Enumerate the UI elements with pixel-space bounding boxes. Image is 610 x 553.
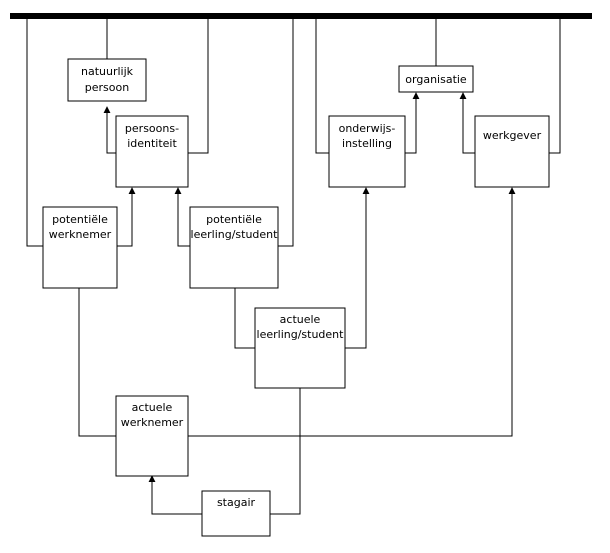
- werkgever-label: werkgever: [483, 129, 542, 142]
- stagair-label: stagair: [217, 496, 256, 509]
- entity-actuele-leerling: actuele leerling/student: [254, 307, 346, 389]
- onderwijsinstelling-label-1: onderwijs-: [339, 122, 396, 135]
- potentiele-werknemer-label-1: potentiële: [52, 213, 108, 226]
- line-potentiele-leerling-persoonsidentiteit: [174, 187, 190, 247]
- entity-werkgever: werkgever: [474, 115, 550, 188]
- entity-potentiele-werknemer: potentiële werknemer: [42, 206, 118, 289]
- actuele-leerling-label-2: leerling/student: [257, 328, 345, 341]
- persoonsidentiteit-label-2: identiteit: [127, 137, 177, 150]
- line-potentiele-werknemer-bar: [26, 19, 43, 247]
- onderwijsinstelling-label-2: instelling: [342, 137, 392, 150]
- natuurlijk-persoon-label-2: persoon: [85, 81, 129, 94]
- entity-onderwijsinstelling: onderwijs- instelling: [328, 115, 406, 188]
- entity-organisatie: organisatie: [398, 65, 474, 93]
- line-potentiele-werknemer-persoonsidentiteit: [117, 187, 136, 247]
- line-actuele-werknemer-potentiele: [78, 288, 116, 437]
- entity-potentiele-leerling: potentiële leerling/student: [189, 206, 279, 289]
- entity-stagair: stagair: [201, 490, 271, 537]
- actuele-leerling-label-1: actuele: [280, 313, 321, 326]
- potentiele-werknemer-label-2: werknemer: [49, 228, 112, 241]
- actuele-werknemer-label-1: actuele: [132, 401, 173, 414]
- actuele-werknemer-label-2: werknemer: [121, 416, 184, 429]
- entity-natuurlijk-persoon: natuurlijk persoon: [67, 58, 147, 102]
- persoonsidentiteit-label-1: persoons-: [125, 122, 179, 135]
- line-actuele-leerling-onderwijs: [345, 187, 370, 349]
- organisatie-label: organisatie: [405, 73, 467, 86]
- line-potentiele-leerling-bar: [278, 19, 294, 247]
- line-stagair-actuele-werknemer: [148, 475, 202, 515]
- line-actuele-werknemer-werkgever: [188, 187, 516, 437]
- entity-actuele-werknemer: actuele werknemer: [115, 395, 189, 477]
- line-actuele-leerling-potentiele: [234, 288, 255, 349]
- natuurlijk-persoon-label-1: natuurlijk: [81, 65, 134, 78]
- entity-persoonsidentiteit: persoons- identiteit: [115, 115, 189, 188]
- top-bar: [10, 13, 592, 19]
- potentiele-leerling-label-1: potentiële: [206, 213, 262, 226]
- line-stagair-actuele-leerling: [270, 388, 301, 515]
- potentiele-leerling-label-2: leerling/student: [191, 228, 279, 241]
